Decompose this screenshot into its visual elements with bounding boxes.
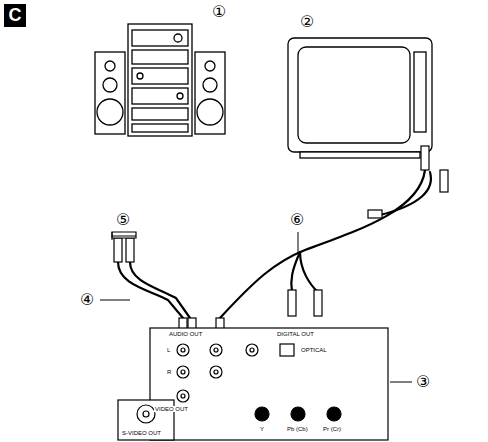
callout-number: ③	[416, 374, 430, 390]
callout-number: ④	[80, 292, 94, 308]
panel-label: OPTICAL	[300, 347, 328, 353]
callout-number: ⑤	[116, 212, 130, 228]
panel-label: L	[166, 347, 171, 353]
panel-label: AUDIO OUT	[168, 331, 203, 337]
callout-number: ②	[300, 14, 314, 30]
stereo-unit	[128, 24, 192, 136]
panel-label: DIGITAL OUT	[276, 331, 315, 337]
panel-label: S-VIDEO OUT	[121, 430, 162, 436]
section-letter: C	[9, 5, 22, 26]
panel-label: Pr (Cr)	[322, 426, 342, 432]
callout-number: ①	[212, 4, 226, 20]
callout-number: ⑥	[290, 212, 304, 228]
section-badge: C	[4, 4, 26, 27]
speaker	[95, 52, 125, 134]
television	[288, 38, 432, 152]
panel-label: Pb (Cb)	[286, 426, 309, 432]
panel-label: R	[166, 369, 172, 375]
audio-cable	[118, 262, 183, 318]
back-panel	[150, 328, 388, 440]
video-cable	[220, 170, 425, 318]
panel-label: VIDEO OUT	[154, 406, 189, 412]
speaker	[195, 52, 225, 134]
panel-label: Y	[259, 426, 265, 432]
